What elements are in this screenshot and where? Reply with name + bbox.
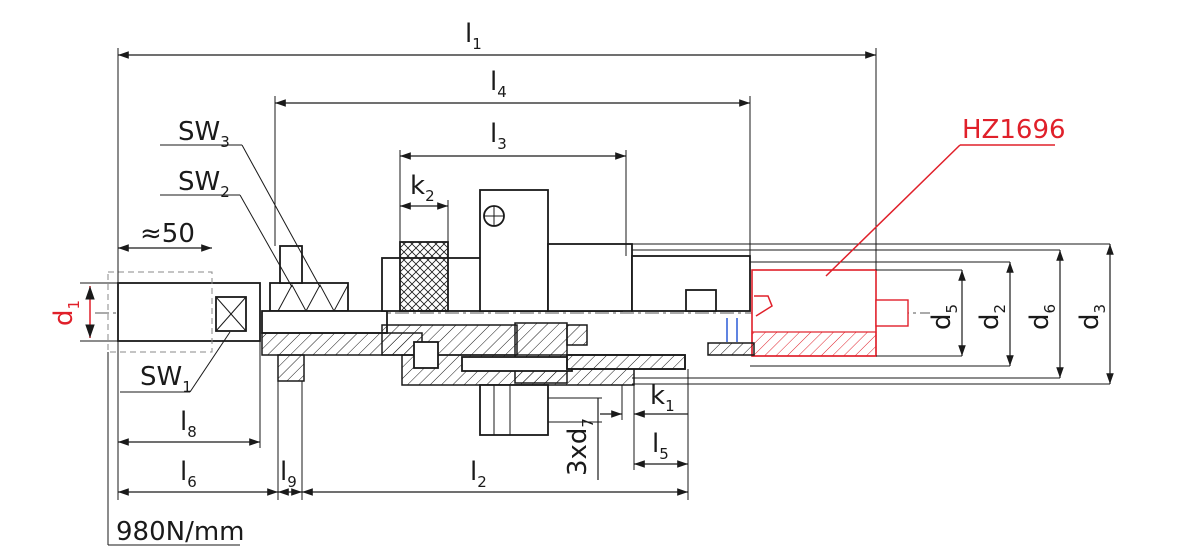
leader-sw3-diag [241,144,321,288]
sw1-diag-b [215,296,247,332]
label-part-code: HZ1696 [962,115,1066,145]
label-l8: l8 [180,407,197,441]
bottom-clamp [479,384,549,436]
leader-sw2-diag [239,194,293,288]
hub-hatch-2 [566,324,588,346]
right-sleeve-hatch [566,354,686,370]
sleeve-bore [461,356,573,372]
main-shaft [261,310,388,334]
label-d1: d1 [49,300,83,326]
main-shaft-hatch-2 [381,324,518,356]
label-force: 980N/mm [116,517,245,547]
label-sw2: SW2 [178,167,230,201]
label-l1: l1 [465,19,482,53]
knurled-ring [399,241,449,312]
sw-nut-teeth [277,283,349,313]
left-flange-hatch [277,354,305,382]
label-l4: l4 [490,67,507,101]
label-sw3: SW3 [178,117,230,151]
label-d2: d2 [975,304,1009,330]
label-d5: d5 [927,304,961,330]
label-l2: l2 [470,457,487,491]
hz1696-tip [754,295,773,317]
label-d3: d3 [1075,304,1109,330]
label-approx50: ≈50 [140,219,195,249]
sw-nut-top [279,245,303,284]
black-wedge [707,342,755,356]
leader-sw1-diag [189,331,231,393]
label-k2: k2 [410,171,435,205]
right-body [547,243,633,312]
label-l9: l9 [280,457,297,491]
label-xd7: 3xd7 [563,418,597,476]
label-k1: k1 [650,381,675,415]
label-sw1: SW1 [140,362,192,396]
leader-hz1696-diag [825,144,961,277]
label-d6: d6 [1025,304,1059,330]
shaft-hidden-outline [107,271,213,353]
key-left [413,341,439,369]
label-l3: l3 [490,119,507,153]
right-housing-step [685,289,717,312]
label-l6: l6 [180,457,197,491]
hz1696-pin [875,299,909,327]
label-l5: l5 [652,429,669,463]
hz1696-hatch [751,331,877,357]
